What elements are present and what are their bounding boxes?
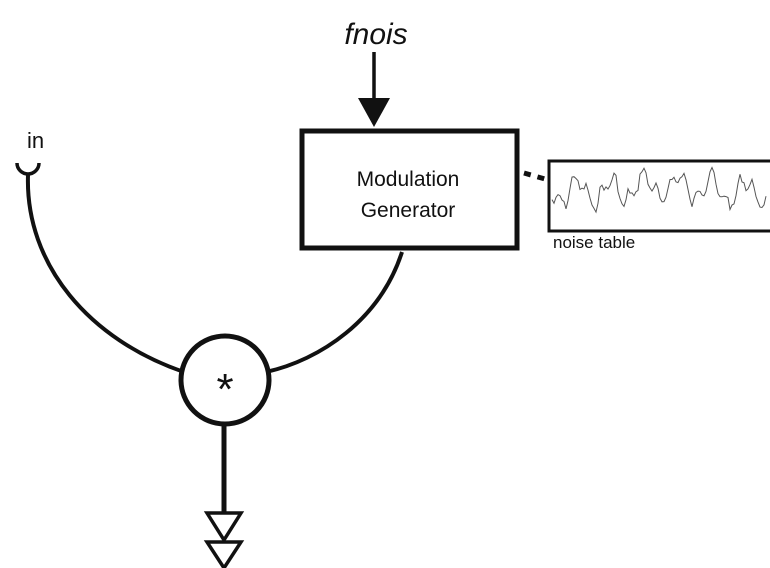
table-connector <box>523 170 553 184</box>
generator-label-line1: Modulation <box>357 168 460 191</box>
generator-label-line2: Generator <box>361 199 456 222</box>
output-arrow-icon <box>203 511 245 544</box>
modulation-signal-curve <box>265 251 404 374</box>
noise-table-label: noise table <box>553 233 635 252</box>
in-signal-curve <box>25 174 185 374</box>
noise-table-box <box>547 159 770 233</box>
in-label: in <box>27 128 44 153</box>
fnois-label: fnois <box>344 18 407 51</box>
in-port-icon <box>15 162 41 176</box>
output-arrow-icon <box>203 540 245 568</box>
multiplier-symbol: * <box>216 365 233 414</box>
fnois-arrow-head <box>358 98 390 127</box>
noise-waveform <box>551 166 767 214</box>
modulation-generator-box <box>299 128 520 251</box>
